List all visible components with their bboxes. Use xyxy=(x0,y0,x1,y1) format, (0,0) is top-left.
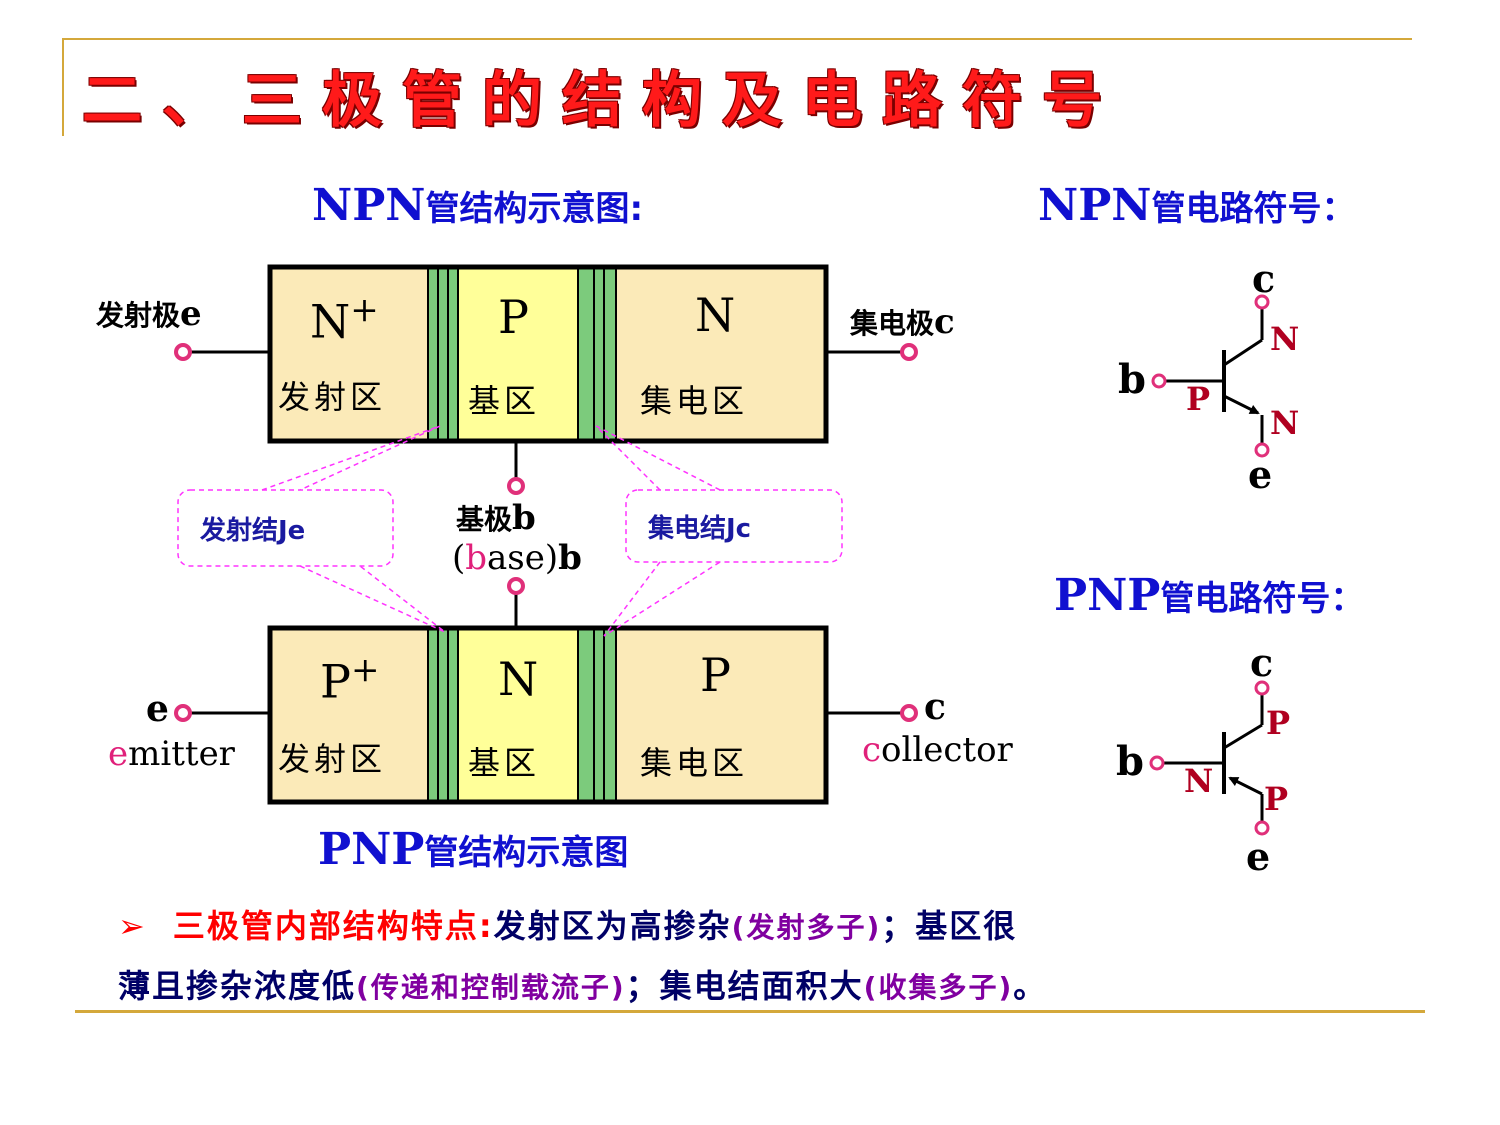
pnp-symbol-bottom-region: P xyxy=(1264,780,1289,818)
pnp-collector-junction xyxy=(578,628,616,802)
pnp-symbol-e-terminal xyxy=(1254,820,1270,836)
bottom-rule xyxy=(75,1010,1425,1013)
npn-emitter-region xyxy=(270,267,428,441)
npn-base-terminal xyxy=(507,477,525,495)
pnp-structure-block xyxy=(174,577,918,805)
pnp-symbol-c-terminal xyxy=(1254,680,1270,696)
npn-outline xyxy=(267,264,829,444)
collector-junction-callout xyxy=(595,425,843,637)
pnp-emitter-letter: P+ xyxy=(320,650,380,709)
pnp-base-terminal xyxy=(507,577,525,595)
pnp-symbol-b-label: b xyxy=(1116,738,1144,785)
pnp-symbol-header-cjk: 管电路符号： xyxy=(1160,579,1365,619)
npn-symbol-bottom-region: N xyxy=(1270,404,1300,442)
pnp-emitter-terminal xyxy=(174,704,192,722)
pnp-emitter-region-label: 发射区 xyxy=(278,740,387,778)
pnp-base-region xyxy=(458,628,578,802)
pnp-collector-terminal xyxy=(900,704,918,722)
npn-structure-block xyxy=(174,264,918,495)
pnp-collector-region-label: 集电区 xyxy=(640,744,749,782)
npn-symbol-b-label: b xyxy=(1118,356,1146,403)
pnp-base-region-label: 基区 xyxy=(468,744,541,782)
npn-base-region-label: 基区 xyxy=(468,382,541,420)
npn-symbol-graphic xyxy=(1166,305,1264,447)
pnp-emitter-letter-label: e xyxy=(146,688,169,730)
pnp-collector-english: collector xyxy=(862,730,1013,770)
npn-symbol-base-region: P xyxy=(1186,380,1211,418)
note-line-2: 薄且掺杂浓度低(传递和控制载流子)；集电结面积大(收集多子)。 xyxy=(118,967,1048,1005)
npn-structure-header: NPN管结构示意图: xyxy=(312,180,643,231)
npn-symbol-c-terminal xyxy=(1254,294,1270,310)
pnp-collector-letter: P xyxy=(700,648,731,702)
npn-emitter-letter: N+ xyxy=(310,290,379,349)
note-line-1: ➢三极管内部结构特点:发射区为高掺杂(发射多子)；基区很 xyxy=(118,907,1018,945)
pnp-symbol-e-label: e xyxy=(1246,834,1271,879)
emitter-junction-label: 发射结Je xyxy=(200,516,306,546)
npn-symbol-header: NPN管电路符号： xyxy=(1038,180,1356,231)
npn-emitter-label: 发射极e xyxy=(96,294,202,334)
pnp-symbol-base-region: N xyxy=(1184,762,1214,800)
collector-junction-label: 集电结Jc xyxy=(648,514,752,544)
npn-collector-label: 集电极c xyxy=(850,302,955,342)
bullet-icon: ➢ xyxy=(118,907,147,945)
page-title: 二、三极管的结构及电路符号 xyxy=(82,66,1122,136)
npn-symbol-header-cjk: 管电路符号： xyxy=(1151,189,1356,229)
npn-structure-header-latin: NPN xyxy=(312,180,426,231)
npn-collector-region-label: 集电区 xyxy=(640,382,749,420)
pnp-structure-header-latin: PNP xyxy=(318,824,425,875)
npn-symbol-c-label: c xyxy=(1252,256,1276,301)
pnp-collector-region xyxy=(616,628,826,802)
pnp-symbol-graphic xyxy=(1164,690,1264,824)
pnp-symbol-c-label: c xyxy=(1250,640,1274,685)
pnp-emitter-region xyxy=(270,628,428,802)
npn-symbol-header-latin: NPN xyxy=(1038,180,1152,231)
npn-collector-region xyxy=(616,267,826,441)
pnp-emitter-english: emitter xyxy=(108,734,235,774)
note-lead: 三极管内部结构特点: xyxy=(172,907,494,945)
title-accent-bar xyxy=(62,38,64,136)
npn-symbol-b-terminal xyxy=(1151,373,1167,389)
npn-symbol-e-terminal xyxy=(1254,442,1270,458)
npn-emitter-junction xyxy=(428,267,458,441)
npn-base-letter: P xyxy=(498,290,529,344)
pnp-structure-header-cjk: 管结构示意图 xyxy=(424,833,629,873)
pnp-base-letter: N xyxy=(498,652,539,706)
pnp-symbol-header: PNP管电路符号： xyxy=(1054,570,1364,621)
pnp-symbol-top-region: P xyxy=(1266,704,1291,742)
pnp-emitter-junction xyxy=(428,628,458,802)
pnp-collector-letter-label: c xyxy=(924,686,946,728)
npn-symbol-top-region: N xyxy=(1270,320,1300,358)
npn-collector-junction xyxy=(578,267,616,441)
npn-collector-terminal xyxy=(900,343,918,361)
base-label-cjk: 基极b xyxy=(456,498,536,538)
title-rule xyxy=(62,38,1412,40)
pnp-structure-header: PNP管结构示意图 xyxy=(318,824,628,875)
pnp-outline xyxy=(267,625,829,805)
base-label-english: (base)b xyxy=(452,538,582,578)
pnp-symbol-b-terminal xyxy=(1149,755,1165,771)
npn-base-region xyxy=(458,267,578,441)
npn-emitter-terminal xyxy=(174,343,192,361)
npn-symbol-e-label: e xyxy=(1248,452,1273,497)
npn-emitter-region-label: 发射区 xyxy=(278,378,387,416)
npn-collector-letter: N xyxy=(695,288,736,342)
npn-structure-header-cjk: 管结构示意图: xyxy=(425,189,644,229)
pnp-symbol-header-latin: PNP xyxy=(1054,570,1161,621)
emitter-junction-callout xyxy=(177,425,446,633)
